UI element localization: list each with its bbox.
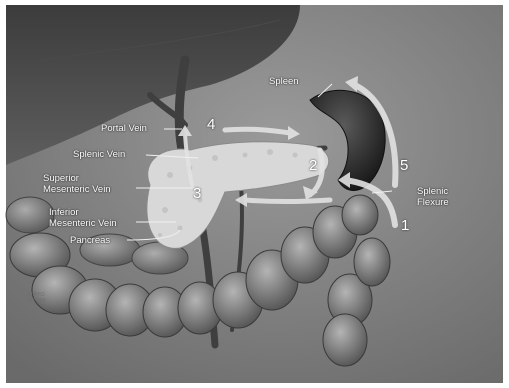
- label-splenic-vein: Splenic Vein: [73, 149, 125, 160]
- label-portal-vein: Portal Vein: [101, 123, 147, 134]
- label-inferior-line2: Mesenteric Vein: [49, 218, 117, 229]
- step-number-4: 4: [207, 116, 215, 133]
- label-inferior-line1: Inferior: [49, 207, 117, 218]
- label-superior-line2: Mesenteric Vein: [43, 184, 111, 195]
- step-number-2: 2: [309, 157, 317, 174]
- step-number-1: 1: [401, 217, 409, 234]
- label-flexure-line1: Splenic: [417, 186, 449, 197]
- label-flexure-line2: Flexure: [417, 197, 449, 208]
- label-spleen: Spleen: [269, 76, 299, 87]
- label-superior-mesenteric-vein: Superior Mesenteric Vein: [43, 173, 111, 195]
- step-number-3: 3: [193, 185, 201, 202]
- label-superior-line1: Superior: [43, 173, 111, 184]
- label-splenic-flexure: Splenic Flexure: [417, 186, 449, 208]
- step-number-5: 5: [400, 157, 408, 174]
- watermark-line2: ©2020: [28, 298, 46, 304]
- watermark: MAYO ©2020: [28, 292, 46, 304]
- label-inferior-mesenteric-vein: Inferior Mesenteric Vein: [49, 207, 117, 229]
- label-pancreas: Pancreas: [70, 235, 110, 246]
